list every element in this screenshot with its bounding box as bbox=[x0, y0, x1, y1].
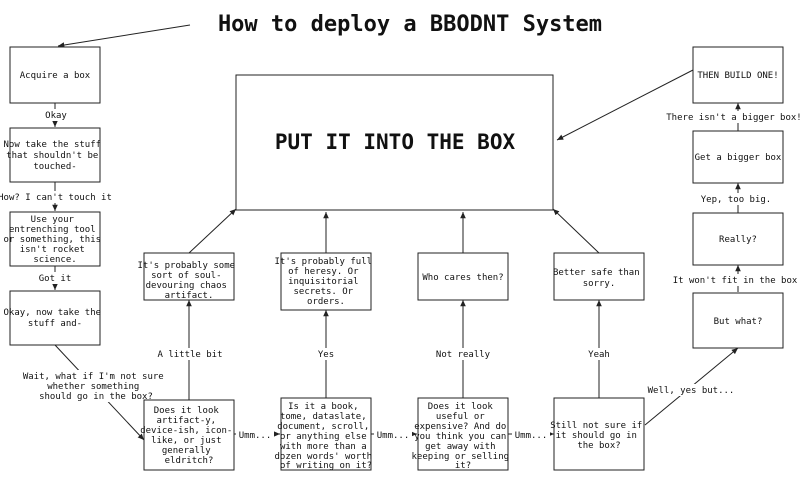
svg-text:Now take the stuff that: Now take the stuff that shouldn't be tou… bbox=[4, 140, 107, 172]
svg-text:Does it look artifact-y,: Does it look artifact-y, device-ish, ico… bbox=[140, 406, 238, 466]
label-no-bigger: There isn't a bigger box! bbox=[666, 113, 800, 123]
edge-title-to-acquire bbox=[57, 24, 191, 48]
label-wont-fit: It won't fit in the box bbox=[673, 276, 798, 286]
label-well-yes-but: Well, yes but... bbox=[648, 386, 735, 396]
label-yeah: Yeah bbox=[588, 350, 610, 360]
svg-text:Really?: Really? bbox=[719, 235, 757, 245]
node-a2-heresy: It's probably full of heresy. Or inquisi… bbox=[275, 252, 378, 311]
node-q3-useful: Does it look useful or expensive? And do… bbox=[412, 397, 515, 471]
node-build-one: THEN BUILD ONE! bbox=[692, 46, 784, 104]
node-but-what: But what? bbox=[692, 292, 784, 349]
svg-text:It's probably full of he: It's probably full of heresy. Or inquisi… bbox=[275, 257, 378, 307]
node-q2-book: Is it a book, tome, dataslate, document,… bbox=[275, 397, 378, 471]
node-use-tool: Use your entrenching tool or something, … bbox=[4, 211, 107, 267]
label-a-little-bit: A little bit bbox=[157, 350, 222, 360]
label-wait: Wait, what if I'm not sure whether somet… bbox=[23, 372, 169, 402]
svg-text:Is it a book, tome, data: Is it a book, tome, dataslate, document,… bbox=[275, 402, 378, 471]
node-q4-still-not-sure: Still not sure if it should go in the bo… bbox=[550, 397, 648, 471]
edge-a4-to-box bbox=[552, 208, 600, 254]
svg-text:PUT IT INTO THE BOX: PUT IT INTO THE BOX bbox=[275, 130, 516, 154]
label-yep-too-big: Yep, too big. bbox=[701, 195, 771, 205]
label-okay: Okay bbox=[45, 111, 67, 121]
edge-labels: Okay How? I can't touch it Got it Wait, … bbox=[0, 109, 800, 441]
node-a4-better-safe: Better safe than sorry. bbox=[553, 252, 645, 301]
node-acquire: Acquire a box bbox=[9, 46, 101, 104]
page-title: How to deploy a BBODNT System bbox=[218, 12, 602, 37]
label-yes: Yes bbox=[318, 350, 334, 360]
edge-build-to-box bbox=[556, 69, 694, 141]
svg-text:Use your entrenching too: Use your entrenching tool or something, … bbox=[4, 215, 107, 265]
node-take-stuff: Now take the stuff that shouldn't be tou… bbox=[4, 127, 107, 183]
label-umm-1: Umm... bbox=[239, 431, 272, 441]
svg-text:Does it look useful or: Does it look useful or expensive? And do… bbox=[412, 402, 515, 471]
node-bigger-box: Get a bigger box bbox=[692, 130, 784, 184]
node-q1-artifact: Does it look artifact-y, device-ish, ico… bbox=[140, 399, 238, 471]
svg-text:Acquire a box: Acquire a box bbox=[20, 71, 91, 81]
svg-text:THEN BUILD ONE!: THEN BUILD ONE! bbox=[697, 71, 778, 81]
label-umm-3: Umm... bbox=[515, 431, 548, 441]
edge-a1-to-box bbox=[188, 208, 237, 254]
svg-text:Better safe than sorry.: Better safe than sorry. bbox=[553, 268, 645, 289]
label-umm-2: Umm... bbox=[377, 431, 410, 441]
label-not-really: Not really bbox=[436, 350, 491, 360]
node-okay-now: Okay, now take the stuff and- bbox=[4, 290, 107, 346]
node-really: Really? bbox=[692, 212, 784, 266]
svg-text:Still not sure if it sho: Still not sure if it should go in the bo… bbox=[550, 421, 648, 451]
svg-text:But what?: But what? bbox=[714, 317, 763, 327]
node-put-it-into-the-box: PUT IT INTO THE BOX bbox=[235, 74, 554, 211]
node-a1-chaos-artifact: It's probably some sort of soul- devouri… bbox=[138, 252, 241, 301]
svg-text:It's probably some sort: It's probably some sort of soul- devouri… bbox=[138, 261, 241, 301]
node-a3-who-cares: Who cares then? bbox=[417, 252, 509, 301]
label-cant-touch: How? I can't touch it bbox=[0, 193, 112, 203]
svg-text:Get a bigger box: Get a bigger box bbox=[695, 153, 782, 163]
label-got-it: Got it bbox=[39, 274, 72, 284]
svg-text:Okay, now take the stuff: Okay, now take the stuff and- bbox=[4, 308, 107, 329]
svg-text:Who cares then?: Who cares then? bbox=[422, 273, 503, 283]
